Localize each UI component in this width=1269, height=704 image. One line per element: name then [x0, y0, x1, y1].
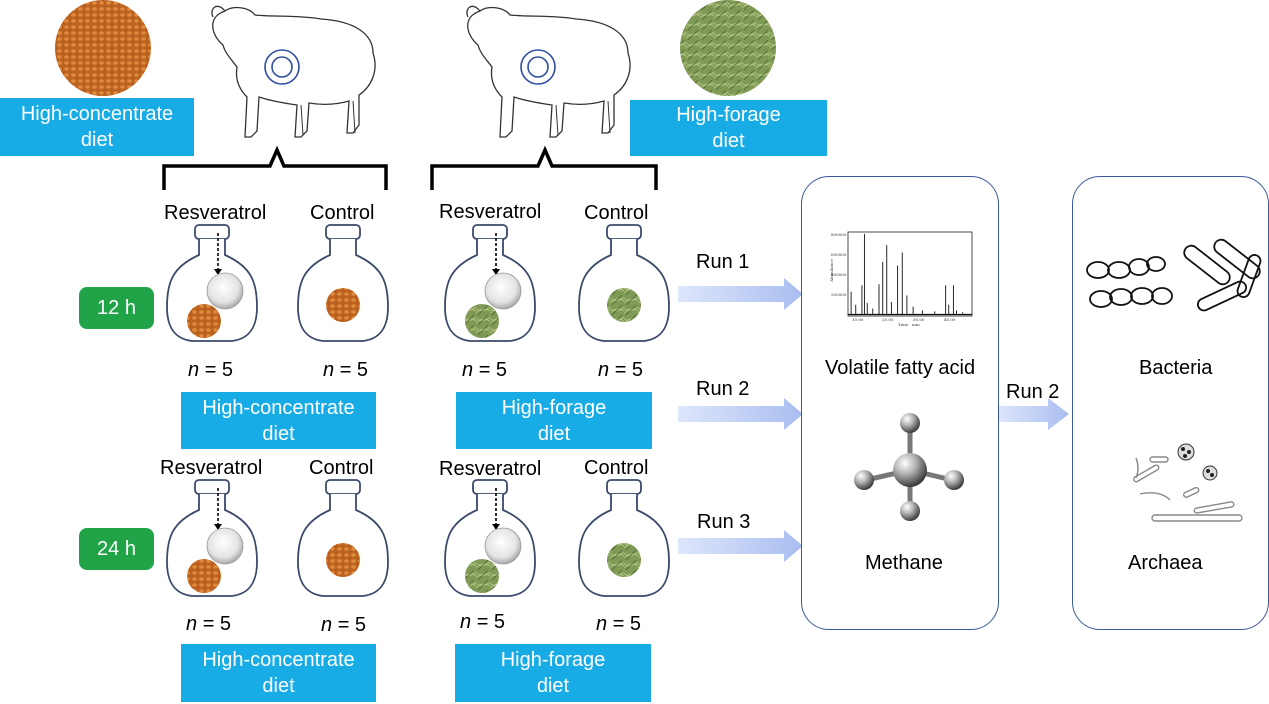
label-resveratrol-r1-g1: Resveratrol — [164, 202, 267, 224]
grass-hay-image — [680, 0, 776, 96]
top-diet-box-left: High-concentrate diet — [0, 98, 194, 156]
label-resveratrol-r1-g2: Resveratrol — [439, 201, 542, 223]
archaea-label: Archaea — [1128, 552, 1203, 574]
brace-left — [162, 145, 388, 190]
chart-xtick-2: 30.00 — [913, 317, 925, 322]
chart-ytick-1: 600000 — [831, 252, 847, 257]
vfa-label: Volatile fatty acid — [825, 357, 976, 379]
label-resveratrol-r2-g1: Resveratrol — [160, 457, 263, 479]
run2-right-label: Run 2 — [1006, 381, 1060, 403]
corn-grain-image — [55, 0, 151, 96]
bottle-r1-resveratrol-forage — [444, 224, 536, 342]
run2-right-arrow — [998, 398, 1069, 430]
chart-xtick-0: 10.00 — [852, 317, 864, 322]
rumen-icon-left — [264, 49, 300, 85]
time-box-24h: 24 h — [79, 528, 154, 570]
bottle-r2-control-concentrate — [297, 479, 389, 597]
time-box-12h: 12 h — [79, 287, 154, 329]
top-diet-box-right: High-forage diet — [630, 100, 827, 156]
label-resveratrol-r2-g2: Resveratrol — [439, 458, 542, 480]
chart-ytick-3: 200000 — [831, 292, 847, 297]
resveratrol-pellet-icon — [206, 527, 244, 565]
label-control-r2-g1: Control — [309, 457, 374, 479]
bottle-r2-resveratrol-forage — [444, 479, 536, 597]
diet-box-r2-g1: High-concentrate diet — [181, 644, 376, 702]
chart-ytick-0: 800000 — [831, 232, 847, 237]
sheep-icon-right — [466, 5, 631, 138]
n-label-r2-ctrl-g1: n = 5 — [321, 614, 367, 636]
bottle-r1-resveratrol-concentrate — [166, 224, 258, 342]
chart-xtick-3: 40.00 — [944, 317, 956, 322]
n-label-r1-treat-g1: n = 5 — [188, 359, 234, 381]
resveratrol-pellet-icon — [484, 272, 522, 310]
run2-label: Run 2 — [696, 378, 750, 400]
resveratrol-pellet-icon — [484, 527, 522, 565]
n-label-r2-treat-g2: n = 5 — [460, 611, 506, 633]
resveratrol-pellet-icon — [206, 272, 244, 310]
rumen-icon-right — [520, 49, 556, 85]
label-control-r1-g1: Control — [310, 202, 375, 224]
chart-xlabel: Time - min — [898, 322, 920, 327]
bottle-r1-control-forage — [578, 224, 670, 342]
n-label-r1-treat-g2: n = 5 — [462, 359, 508, 381]
bacteria-label: Bacteria — [1139, 357, 1213, 379]
methane-label: Methane — [865, 552, 943, 574]
bottle-r2-control-forage — [578, 479, 670, 597]
diet-box-r2-g2: High-forage diet — [455, 644, 651, 702]
label-control-r2-g2: Control — [584, 457, 649, 479]
diet-box-r1-g2: High-forage diet — [456, 392, 652, 449]
n-label-r1-ctrl-g2: n = 5 — [598, 359, 644, 381]
run3-arrow — [678, 530, 803, 562]
run1-arrow — [678, 278, 803, 310]
chart-ytick-2: 400000 — [831, 272, 847, 277]
run2-arrow — [678, 398, 803, 430]
diet-box-r1-g1: High-concentrate diet — [181, 392, 376, 449]
bottle-r1-control-concentrate — [297, 224, 389, 342]
chart-xtick-1: 20.00 — [882, 317, 894, 322]
run1-label: Run 1 — [696, 251, 750, 273]
n-label-r2-treat-g1: n = 5 — [186, 613, 232, 635]
run3-label: Run 3 — [697, 511, 751, 533]
n-label-r2-ctrl-g2: n = 5 — [596, 613, 642, 635]
brace-right — [430, 145, 658, 190]
sheep-icon-left — [211, 5, 376, 138]
label-control-r1-g2: Control — [584, 202, 649, 224]
chart-ylabel: Abundance — [828, 259, 834, 282]
bottle-r2-resveratrol-concentrate — [166, 479, 258, 597]
n-label-r1-ctrl-g1: n = 5 — [323, 359, 369, 381]
